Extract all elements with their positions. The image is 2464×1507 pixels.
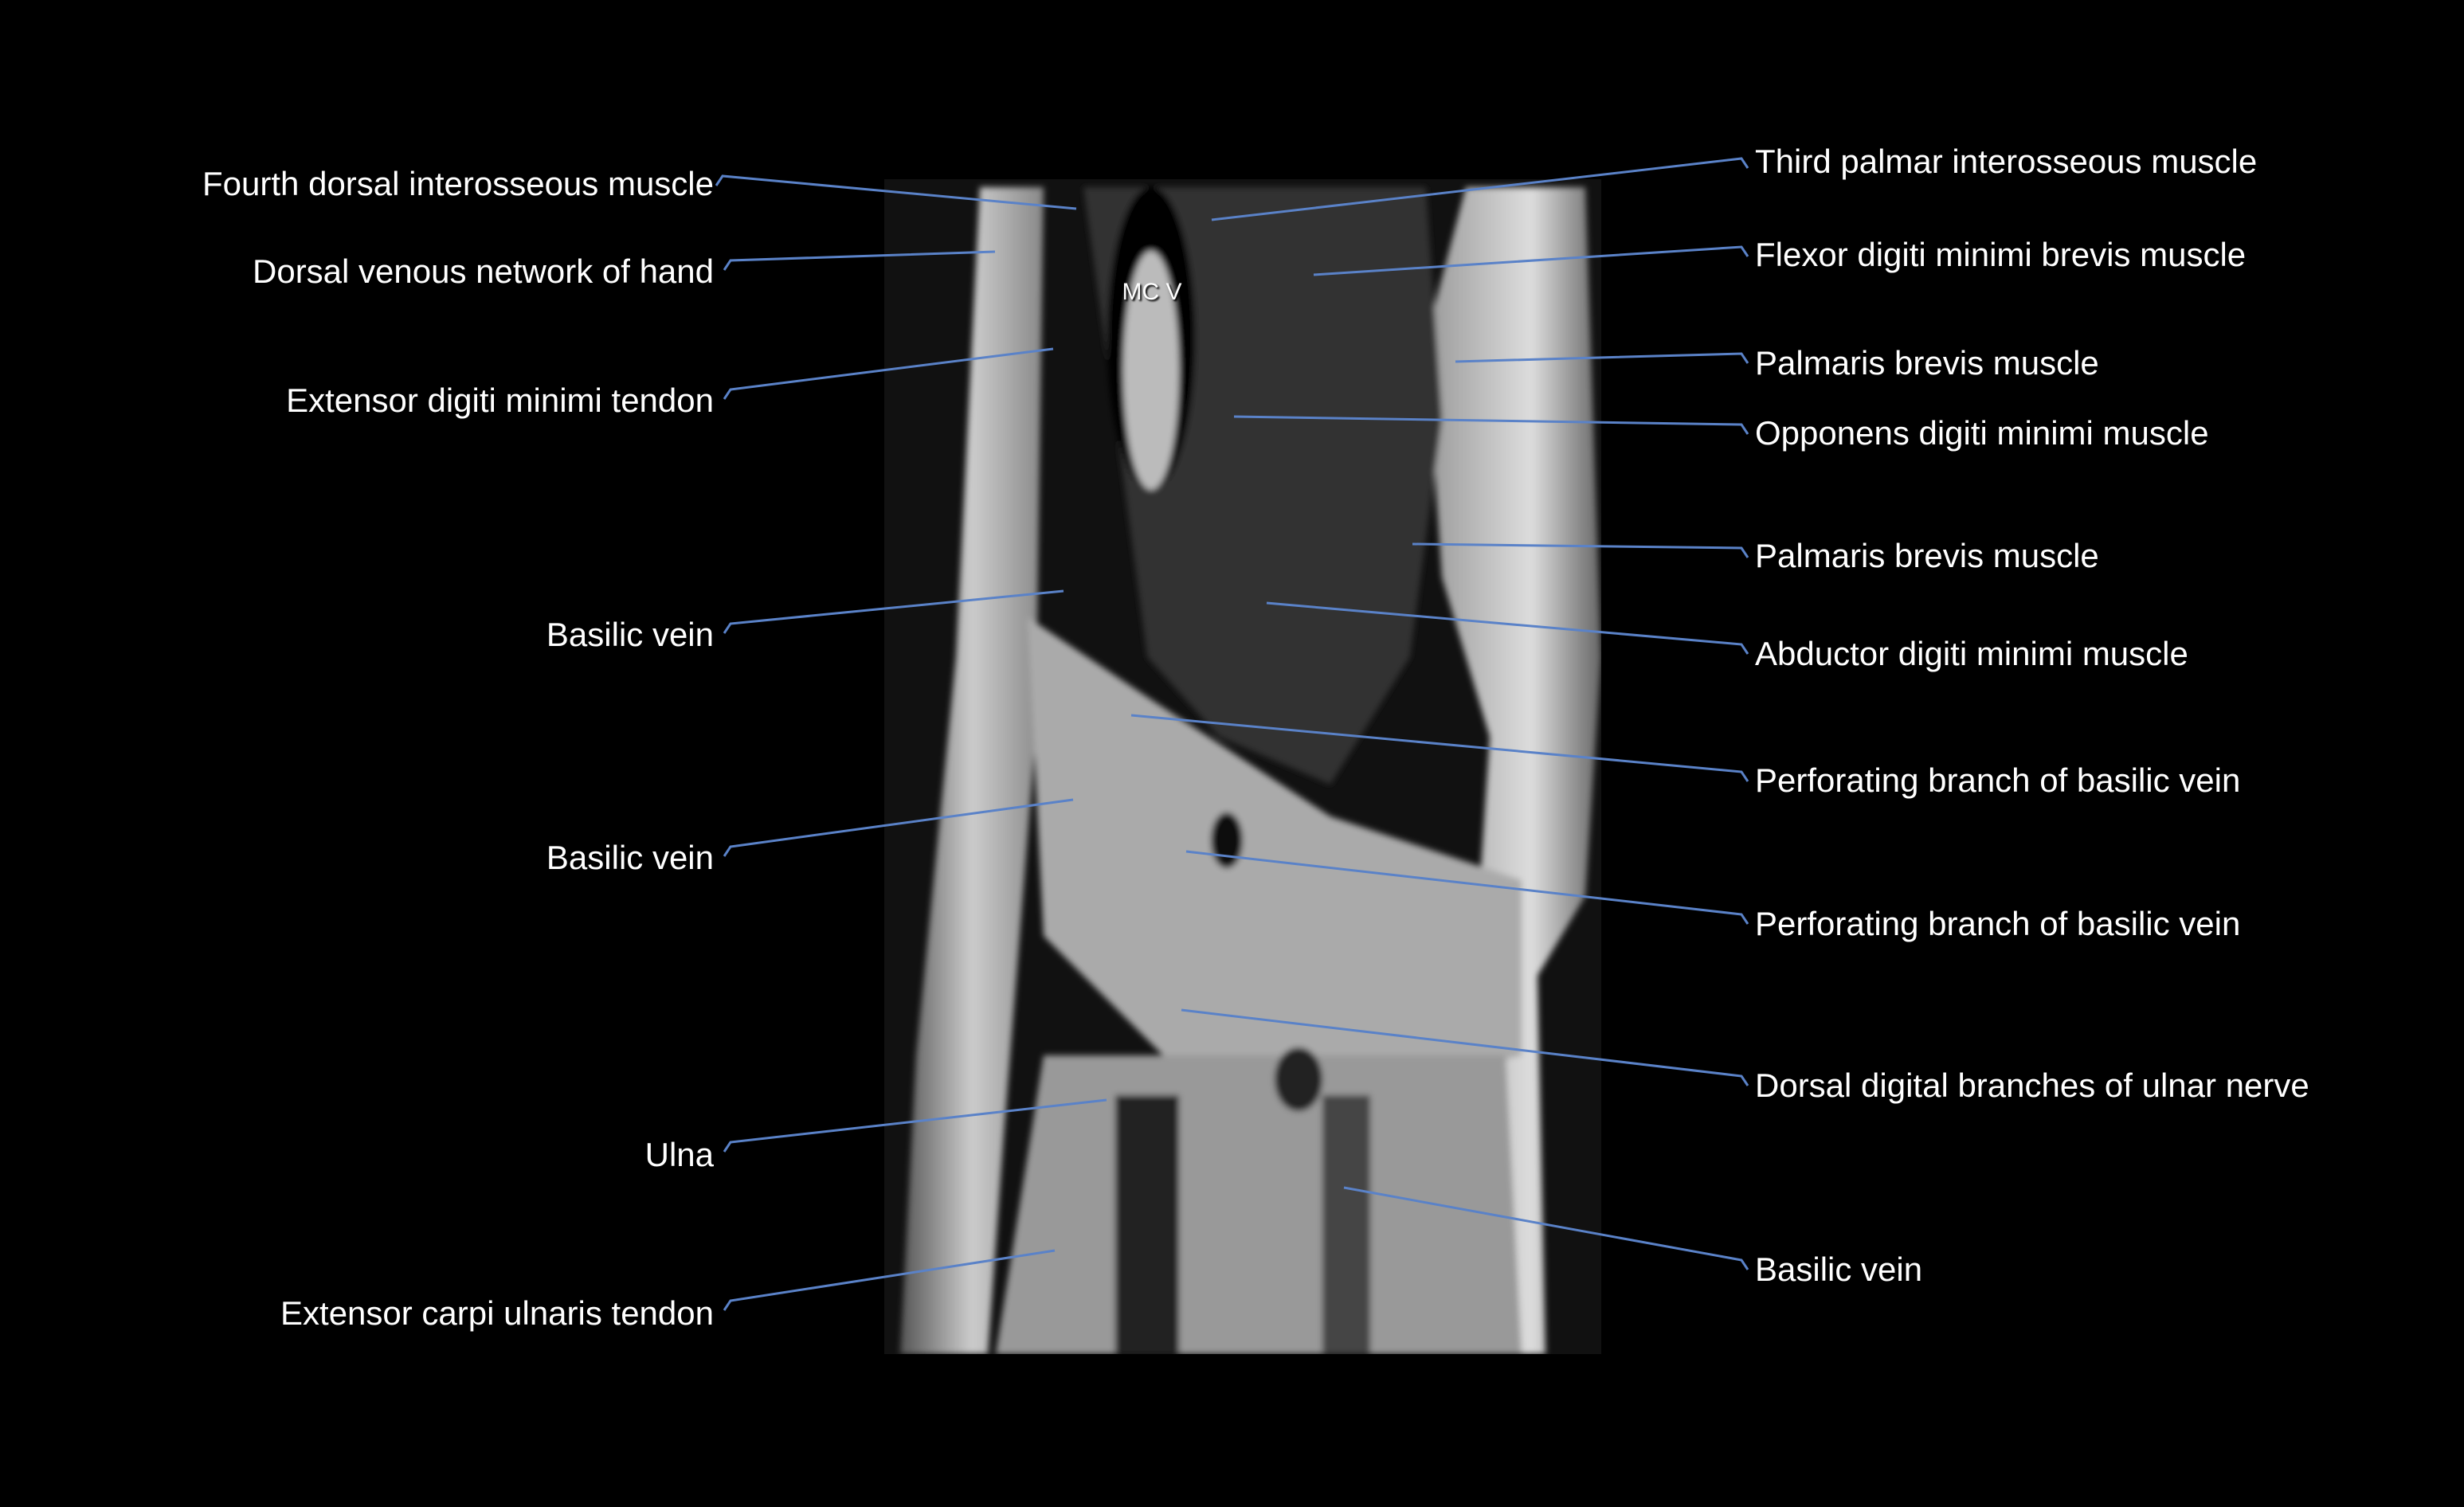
right-label: Perforating branch of basilic vein (1755, 905, 2241, 942)
right-leader-line (1211, 157, 1749, 221)
right-leader-line (1455, 352, 1749, 364)
right-label: Abductor digiti minimi muscle (1755, 635, 2188, 672)
left-leader-line (715, 174, 1077, 210)
right-label: Flexor digiti minimi brevis muscle (1755, 236, 2247, 273)
right-label: Dorsal digital branches of ulnar nerve (1755, 1067, 2309, 1104)
left-leader-line (723, 347, 1054, 400)
left-leader-line (723, 1098, 1107, 1153)
right-leader-line (1185, 850, 1749, 925)
left-label: Ulna (644, 1136, 714, 1173)
right-leader-line (1181, 1008, 1749, 1086)
left-leader-line (723, 589, 1064, 634)
right-label: Palmaris brevis muscle (1755, 344, 2099, 382)
right-label: Basilic vein (1755, 1251, 1923, 1288)
left-label: Fourth dorsal interosseous muscle (202, 165, 714, 202)
mri-image (884, 179, 1601, 1354)
left-label: Extensor digiti minimi tendon (286, 382, 714, 419)
left-leader-line (723, 1249, 1056, 1311)
right-label: Opponens digiti minimi muscle (1755, 414, 2209, 452)
left-leader-line (723, 250, 996, 271)
left-label: Extensor carpi ulnaris tendon (280, 1294, 714, 1332)
right-leader-line (1233, 415, 1749, 435)
right-leader-line (1130, 714, 1749, 782)
left-label: Dorsal venous network of hand (253, 252, 714, 290)
right-leader-line (1343, 1186, 1749, 1270)
left-label: Basilic vein (546, 616, 714, 653)
right-label: Perforating branch of basilic vein (1755, 761, 2241, 799)
left-leader-line (723, 798, 1074, 857)
bone-label-mc-v: MC V (1122, 279, 1182, 305)
right-label: Palmaris brevis muscle (1755, 537, 2099, 574)
right-leader-line (1313, 245, 1749, 276)
right-leader-line (1412, 542, 1749, 558)
right-leader-line (1266, 601, 1749, 655)
right-label: Third palmar interosseous muscle (1755, 143, 2258, 180)
left-label: Basilic vein (546, 839, 714, 876)
